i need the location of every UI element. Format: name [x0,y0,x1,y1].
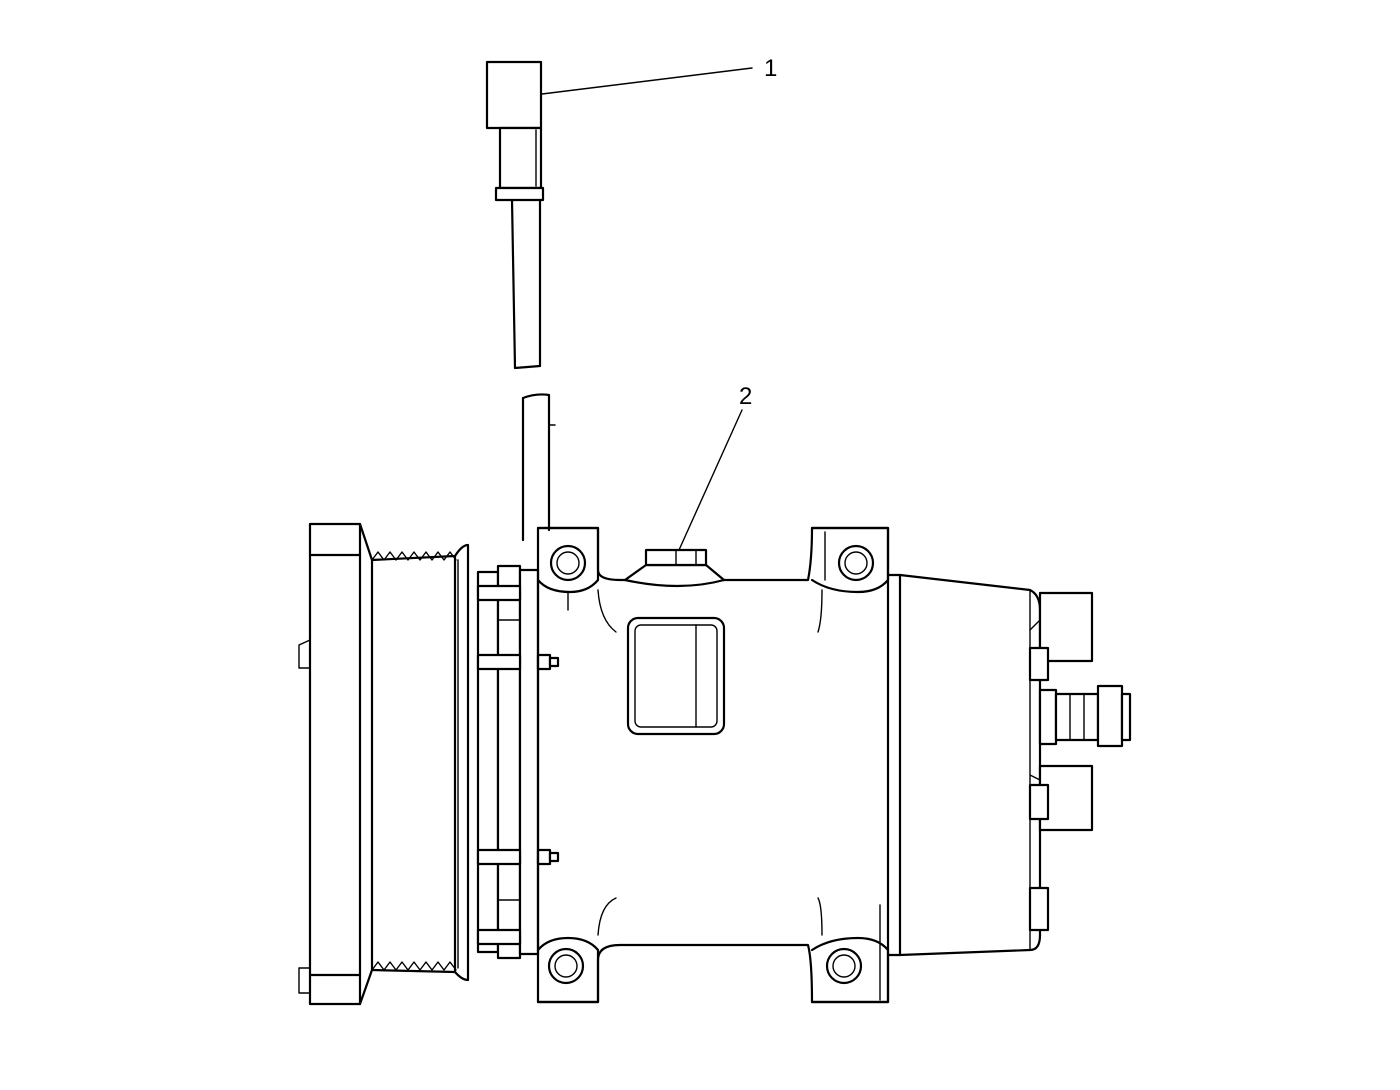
front-head [476,564,560,960]
callout-2: 2 [678,383,752,551]
oil-fill-plug [623,548,726,588]
rear-head [886,573,1132,957]
clutch-pulley [298,522,470,1006]
compressor-body [536,526,890,1004]
callout-1: 1 [541,55,777,95]
connector-sensor-lead [485,60,556,542]
callout-1-label: 1 [764,55,777,82]
callout-2-label: 2 [739,383,752,410]
label-plate [626,616,726,736]
